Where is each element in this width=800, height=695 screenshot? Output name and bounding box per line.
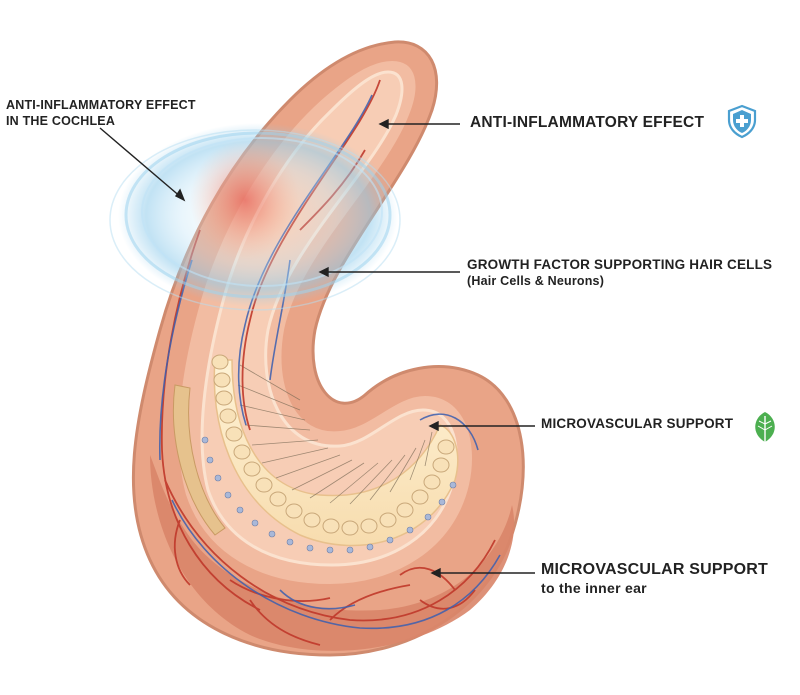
- label-microvascular-support: MICROVASCULAR SUPPORT: [541, 416, 733, 433]
- pointer-anti-cochlea: [99, 127, 183, 199]
- label-growth-line2: (Hair Cells & Neurons): [467, 273, 605, 288]
- red-vessels: [160, 79, 496, 646]
- shield-plus-icon: [727, 104, 757, 139]
- label-micro-text: MICROVASCULAR SUPPORT: [541, 416, 734, 431]
- label-growth-line1: GROWTH FACTOR SUPPORTING HAIR CELLS: [467, 257, 773, 272]
- label-anti-inflammatory-cochlea: ANTI-INFLAMMATORY EFFECT IN THE COCHLEA: [6, 98, 246, 129]
- hair-cell-fibers: [237, 364, 433, 505]
- leaf-icon: [755, 412, 775, 442]
- label-microvascular-inner-ear: MICROVASCULAR SUPPORT to the inner ear: [541, 560, 768, 598]
- pointer-lines: [99, 118, 535, 579]
- label-micro-inner-line2: to the inner ear: [541, 580, 647, 596]
- stria-band: [172, 384, 226, 536]
- hair-cells: [211, 354, 455, 536]
- label-anti-cochlea-line1: ANTI-INFLAMMATORY EFFECT: [6, 98, 196, 112]
- label-anti-cochlea-line2: IN THE COCHLEA: [6, 113, 116, 128]
- glow-ring-2: [141, 137, 383, 287]
- neuron-dots: [201, 436, 457, 554]
- glow-ring-1: [124, 131, 392, 299]
- label-growth-factor: GROWTH FACTOR SUPPORTING HAIR CELLS (Hai…: [467, 257, 772, 290]
- label-micro-inner-line1: MICROVASCULAR SUPPORT: [541, 561, 769, 578]
- label-anti-effect-text: ANTI-INFLAMMATORY EFFECT: [470, 114, 705, 131]
- inflammation-area: [190, 140, 300, 260]
- label-anti-inflammatory-effect: ANTI-INFLAMMATORY EFFECT: [470, 113, 704, 132]
- glow-ring-3: [109, 129, 401, 311]
